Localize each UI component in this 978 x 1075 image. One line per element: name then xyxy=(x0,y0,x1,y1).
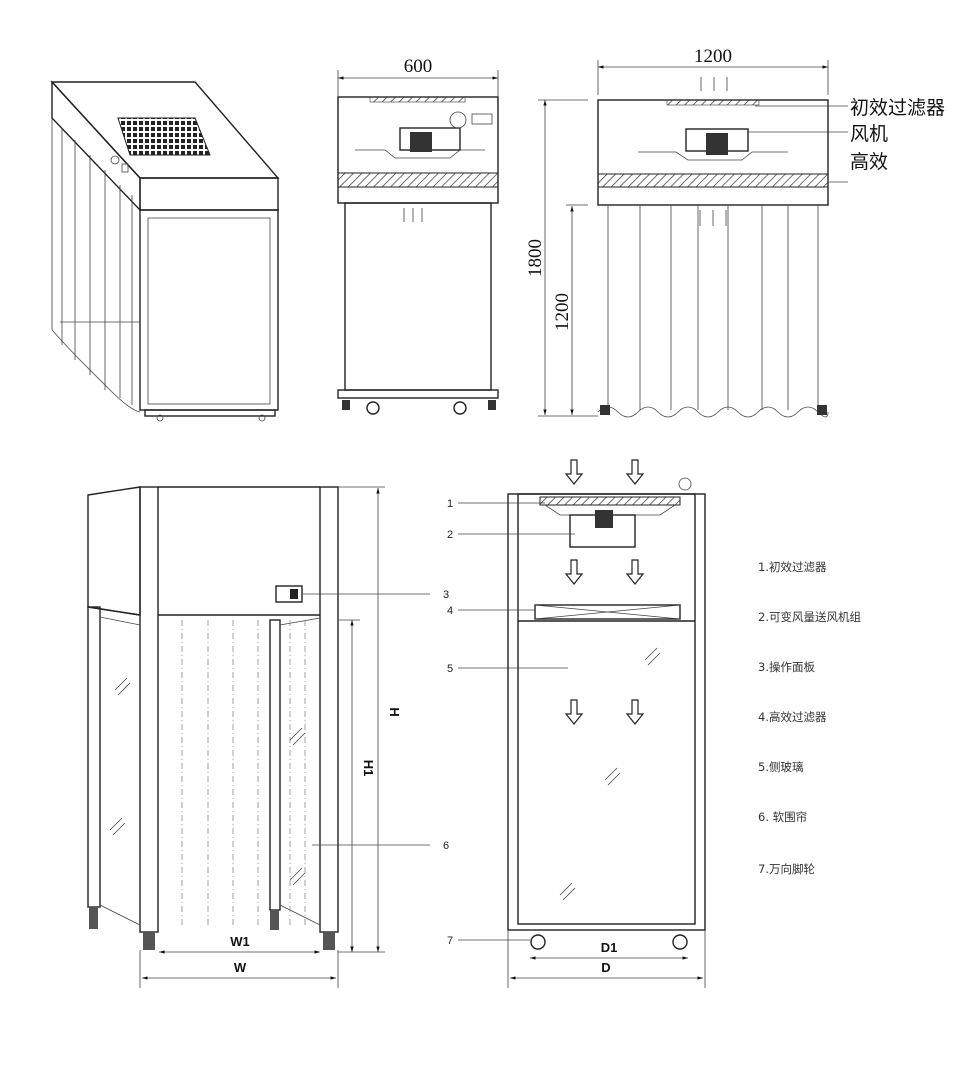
callout-5: 5 xyxy=(447,663,453,675)
callout-2: 2 xyxy=(447,529,453,541)
dim-1200-width: 1200 xyxy=(694,46,732,67)
callout-7: 7 xyxy=(447,935,453,947)
dim-W1: W1 xyxy=(230,934,250,949)
legend-item: 2.可变风量送风机组 xyxy=(758,610,861,624)
parts-legend: 1.初效过滤器 2.可变风量送风机组 3.操作面板 4.高效过滤器 5.侧玻璃 … xyxy=(758,560,861,876)
front-view-600: 600 xyxy=(337,56,499,415)
label-fan: 风机 xyxy=(850,123,888,145)
airflow-arrows xyxy=(564,459,645,725)
dim-1800: 1800 xyxy=(525,239,546,277)
dim-1200-height: 1200 xyxy=(552,293,573,331)
legend-item: 7.万向脚轮 xyxy=(758,862,815,876)
legend-item: 4.高效过滤器 xyxy=(758,710,827,724)
legend-item: 6. 软围帘 xyxy=(758,810,807,824)
isometric-view xyxy=(50,80,280,422)
dim-W: W xyxy=(234,960,247,975)
bottom-front-view: H H1 W1 W xyxy=(87,486,430,988)
legend-item: 1.初效过滤器 xyxy=(758,560,827,574)
legend-item: 3.操作面板 xyxy=(758,660,815,674)
filter-grille xyxy=(117,117,211,156)
legend-item: 5.侧玻璃 xyxy=(758,760,803,774)
dim-D1: D1 xyxy=(601,940,618,955)
label-primary-filter: 初效过滤器 xyxy=(850,97,945,119)
callout-3: 3 xyxy=(443,589,449,601)
bottom-side-view: D1 D 1 2 3 4 5 6 7 xyxy=(443,459,706,988)
callout-6: 6 xyxy=(443,840,449,852)
dim-600: 600 xyxy=(404,56,433,77)
dim-D: D xyxy=(601,960,610,975)
dim-H: H xyxy=(387,707,402,716)
label-hepa: 高效 xyxy=(850,151,888,173)
callout-4: 4 xyxy=(447,605,453,617)
dim-H1: H1 xyxy=(361,760,376,777)
side-view-1200: 1200 1800 1200 初效过滤器 风机 高效 xyxy=(525,46,945,418)
callout-1: 1 xyxy=(447,498,453,510)
